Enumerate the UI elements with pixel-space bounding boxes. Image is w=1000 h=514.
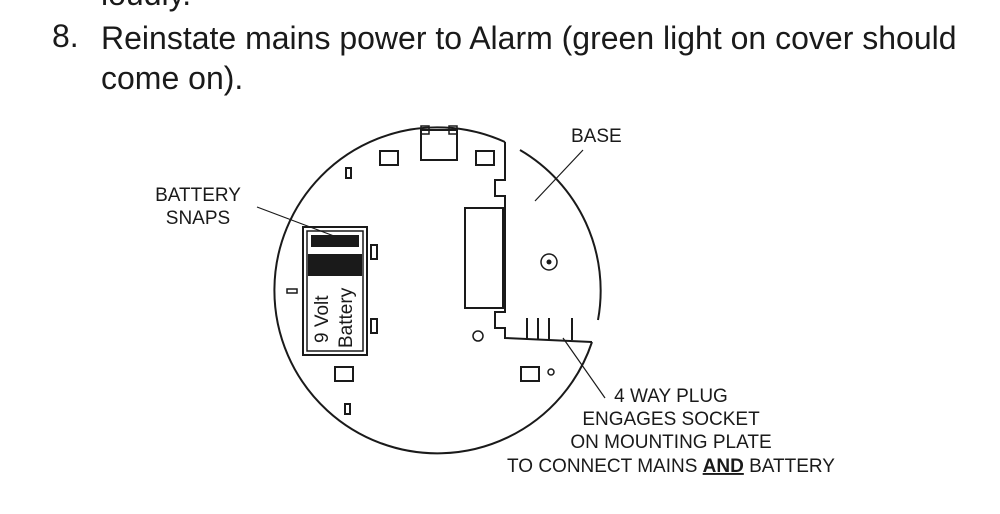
battery-snaps-label-line1: BATTERY bbox=[155, 185, 241, 206]
small-hole-module bbox=[472, 330, 484, 342]
base-outline bbox=[273, 126, 593, 455]
battery-top-cap bbox=[308, 254, 362, 276]
plug-label-line2: ENGAGES SOCKET bbox=[582, 409, 760, 430]
plug-label-line4-emphasis: AND bbox=[703, 456, 744, 477]
battery-clip-right-top bbox=[370, 244, 378, 260]
plug-label-line4-suffix: BATTERY bbox=[744, 456, 835, 477]
step-instruction: Reinstate mains power to Alarm (green li… bbox=[101, 20, 957, 96]
base-leader-line bbox=[534, 149, 584, 202]
battery-snaps-label-line2: SNAPS bbox=[166, 208, 230, 229]
battery-compartment-inner bbox=[306, 230, 364, 352]
top-connector-notch-right bbox=[448, 125, 458, 135]
module-frame-line bbox=[494, 142, 593, 343]
slot-edge-left bbox=[286, 288, 298, 294]
slot-top-right bbox=[475, 150, 495, 166]
mounting-screw-inner bbox=[546, 259, 552, 265]
step-number: 8. bbox=[52, 18, 79, 54]
base-label: BASE bbox=[571, 126, 622, 147]
plug-label-line3: ON MOUNTING PLATE bbox=[570, 432, 771, 453]
plug-label-line4: TO CONNECT MAINS AND BATTERY bbox=[507, 456, 835, 477]
battery-snap-connector bbox=[311, 235, 359, 247]
battery-snaps-leader-line bbox=[256, 206, 335, 237]
slot-small-left-bottom bbox=[344, 403, 351, 415]
top-connector bbox=[420, 129, 458, 161]
slot-top-left bbox=[379, 150, 399, 166]
top-connector-notch-left bbox=[420, 125, 430, 135]
plug-label-line4-prefix: TO CONNECT MAINS bbox=[507, 456, 703, 477]
base-outline-right bbox=[519, 149, 602, 321]
slot-bottom-right bbox=[520, 366, 540, 382]
slot-small-left-top bbox=[345, 167, 352, 179]
previous-step-text-cut-off: loudly. bbox=[101, 0, 191, 10]
small-hole-lower-right bbox=[547, 368, 555, 376]
battery-compartment bbox=[302, 226, 368, 356]
internal-module bbox=[464, 207, 504, 309]
battery-clip-right-bottom bbox=[370, 318, 378, 334]
battery-label-line1: 9 Volt bbox=[312, 295, 333, 343]
plug-leader-line bbox=[562, 337, 606, 399]
battery-label-line2: Battery bbox=[336, 287, 357, 348]
mounting-screw-outer bbox=[540, 253, 558, 271]
slot-bottom-left bbox=[334, 366, 354, 382]
plug-label-line1: 4 WAY PLUG bbox=[614, 386, 728, 407]
